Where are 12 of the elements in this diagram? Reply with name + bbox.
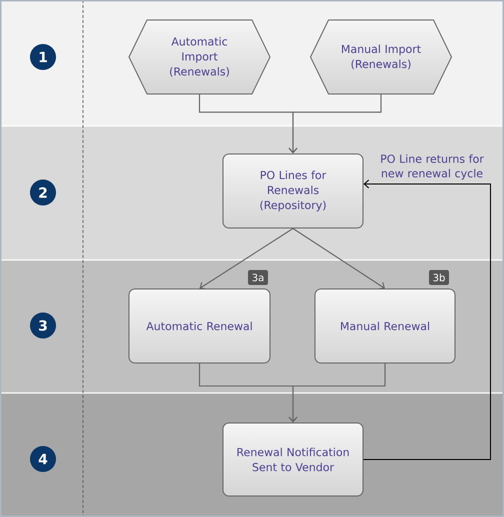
process-box: Renewal Notification Sent to Vendor	[222, 422, 364, 496]
connector-arrow	[292, 228, 385, 290]
process-box: Automatic Renewal	[128, 288, 270, 364]
process-box: Manual Renewal	[314, 288, 456, 364]
connector-arrow	[200, 228, 294, 290]
step-badge: 3a	[248, 270, 268, 285]
connector-arrow	[288, 94, 382, 154]
connector-arrow	[288, 364, 386, 422]
process-box: PO Lines for Renewals (Repository)	[222, 154, 364, 228]
connector-arrow	[363, 180, 491, 460]
step-badge: 3b	[429, 270, 449, 285]
edge-label: PO Line returns for new renewal cycle	[372, 153, 492, 181]
